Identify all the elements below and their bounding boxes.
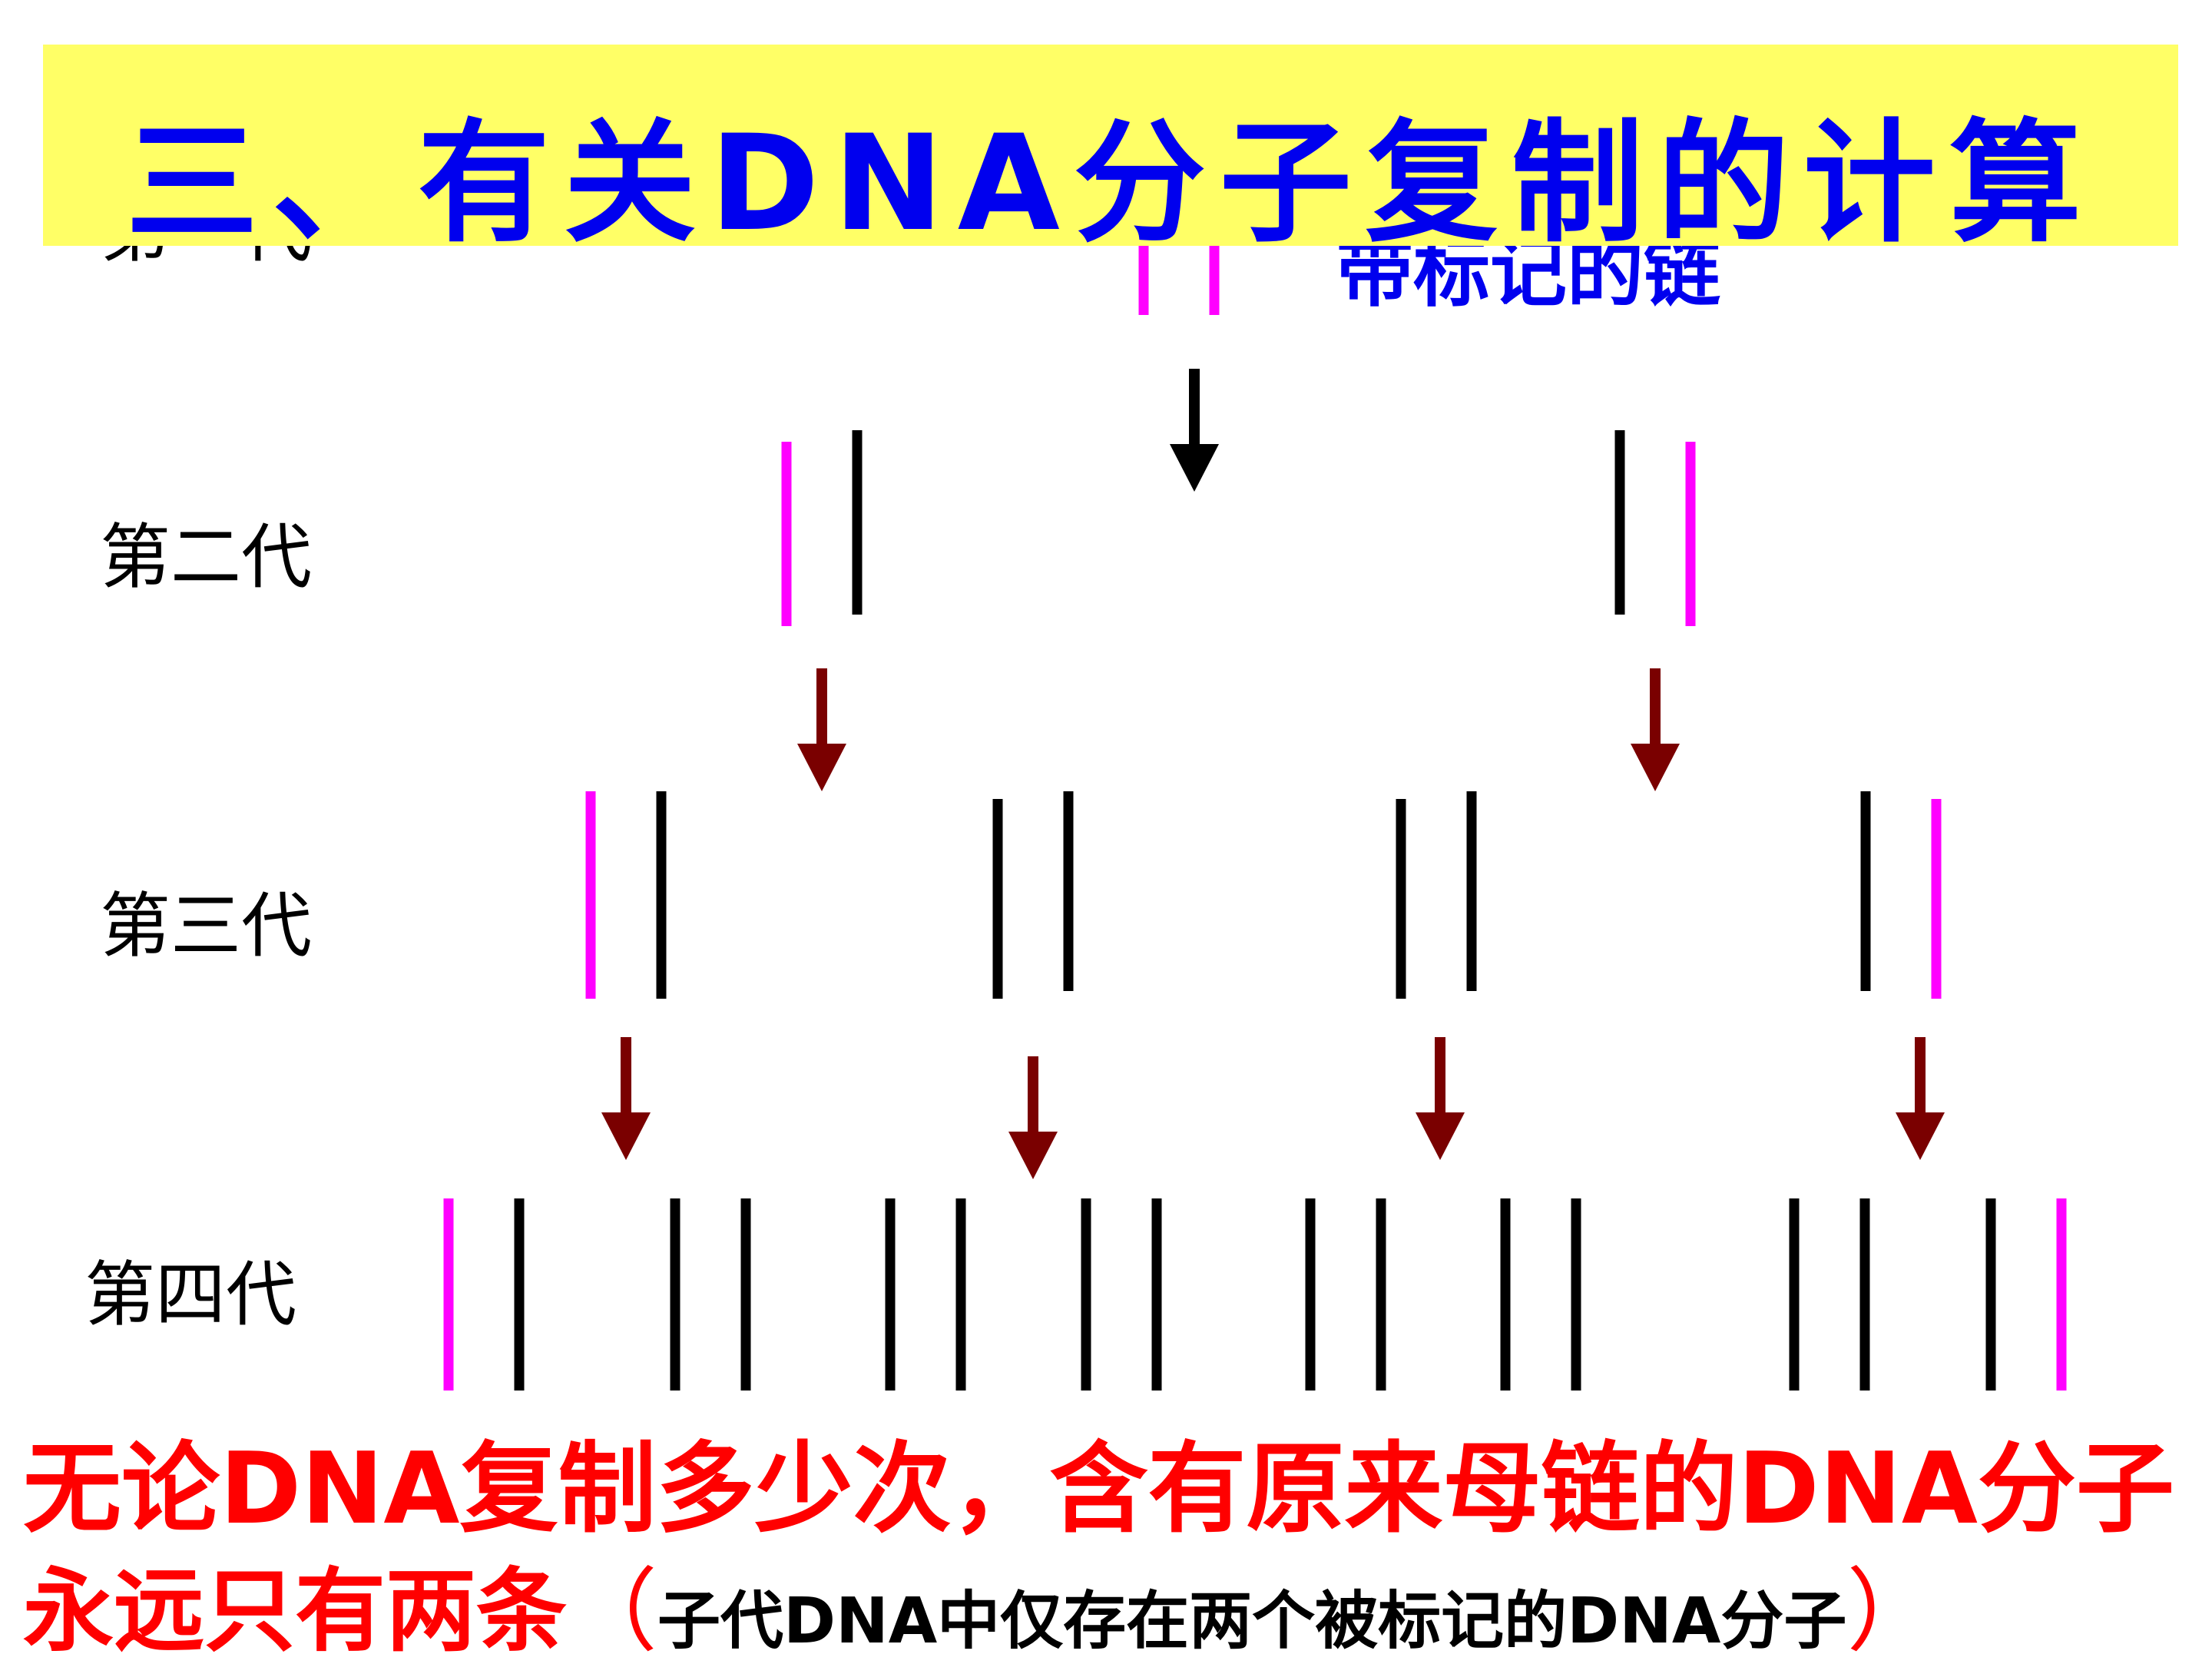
generation-label-2: 第二代 xyxy=(100,516,313,598)
paren-close: ） xyxy=(1846,1558,1938,1664)
down-arrow-icon xyxy=(1008,1056,1058,1179)
generation-label-3: 第三代 xyxy=(100,885,313,967)
conclusion-line-2: 永远只有两条（子代DNA中仅存在两个被标记的DNA分子） xyxy=(23,1558,1938,1664)
conclusion-main: 永远只有两条 xyxy=(23,1558,568,1664)
title-bar: 三、有关DNA分子复制的计算 xyxy=(43,45,2178,260)
down-arrow-icon xyxy=(797,668,846,791)
generation-label-4: 第四代 xyxy=(84,1254,297,1336)
down-arrow-icon xyxy=(1416,1037,1465,1160)
down-arrow-icon xyxy=(1631,668,1680,791)
dna-strands xyxy=(443,230,2067,1391)
paren-open: （ xyxy=(567,1558,658,1664)
down-arrow-icon xyxy=(601,1037,651,1160)
page-title: 三、有关DNA分子复制的计算 xyxy=(126,106,2095,260)
down-arrow-icon xyxy=(1170,369,1219,492)
down-arrow-icon xyxy=(1896,1037,1945,1160)
replication-arrows xyxy=(601,369,1945,1179)
conclusion-line-1: 无论DNA复制多少次，含有原来母链的DNA分子 xyxy=(23,1432,2174,1546)
conclusion-note: 子代DNA中仅存在两个被标记的DNA分子 xyxy=(657,1585,1847,1658)
